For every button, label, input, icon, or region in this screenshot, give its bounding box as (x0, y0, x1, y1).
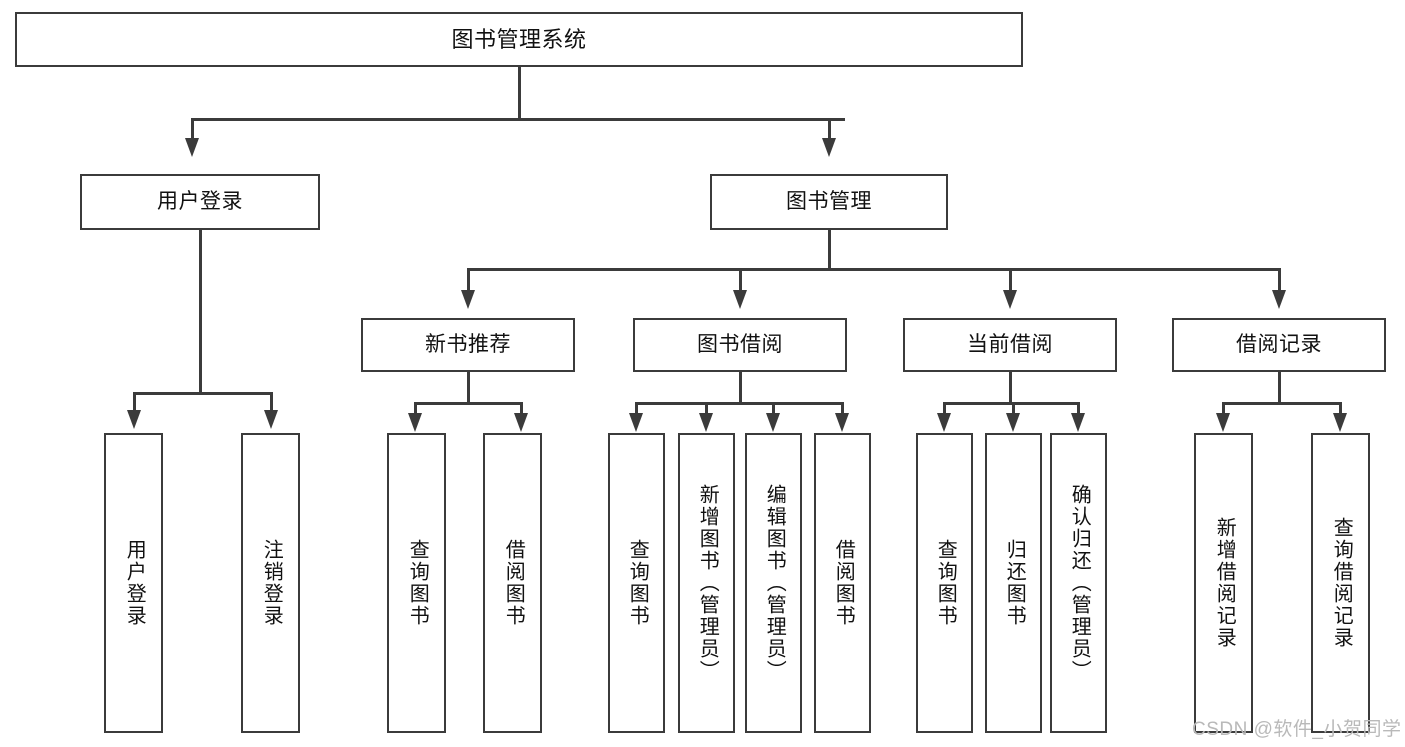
node-label: 查询图书 (406, 539, 429, 627)
connector-root-stem (518, 67, 521, 119)
node-new-book-recommend[interactable]: 新书推荐 (361, 318, 575, 372)
connector-user-login-to-leaf-1 (133, 392, 136, 412)
node-label: 确认归还（管理员） (1068, 484, 1091, 682)
node-leaf-user-login[interactable]: 用户登录 (104, 433, 163, 733)
arrow-root-to-user-login (185, 138, 199, 157)
node-leaf-query-book-3[interactable]: 查询图书 (916, 433, 973, 733)
connector-bb-leaf-1 (635, 402, 638, 415)
node-book-management[interactable]: 图书管理 (710, 174, 948, 230)
connector-root-to-user-login (191, 118, 194, 140)
node-leaf-user-logout[interactable]: 注销登录 (241, 433, 300, 733)
node-leaf-add-book[interactable]: 新增图书（管理员） (678, 433, 735, 733)
connector-user-login-stem (199, 230, 202, 394)
arrow-to-borrow-record (1272, 290, 1286, 309)
arrow-user-login-to-leaf-2 (264, 410, 278, 429)
node-leaf-query-book-2[interactable]: 查询图书 (608, 433, 665, 733)
arrow-br-leaf-2 (1333, 413, 1347, 432)
arrow-bb-leaf-2 (699, 413, 713, 432)
arrow-br-leaf-1 (1216, 413, 1230, 432)
connector-book-borrow-stem (739, 372, 742, 404)
arrow-bb-leaf-3 (766, 413, 780, 432)
connector-new-book-recommend-stem (467, 372, 470, 404)
watermark-text: CSDN @软件_小贺同学 (1192, 719, 1402, 740)
node-label: 新增图书（管理员） (696, 484, 719, 682)
arrow-cb-leaf-3 (1071, 413, 1085, 432)
arrow-cb-leaf-1 (937, 413, 951, 432)
node-label: 查询图书 (626, 539, 649, 627)
connector-borrow-record-bar (1222, 402, 1341, 405)
connector-to-new-book-recommend (467, 268, 470, 292)
node-label: 用户登录 (123, 539, 146, 627)
connector-to-current-borrow (1009, 268, 1012, 292)
node-label: 编辑图书（管理员） (763, 484, 786, 682)
connector-to-book-borrow (739, 268, 742, 292)
arrow-to-current-borrow (1003, 290, 1017, 309)
arrow-to-new-book-recommend (461, 290, 475, 309)
connector-nbr-leaf-2 (520, 402, 523, 415)
connector-bb-leaf-3 (772, 402, 775, 415)
node-label: 归还图书 (1003, 539, 1026, 627)
node-current-borrow[interactable]: 当前借阅 (903, 318, 1117, 372)
connector-nbr-leaf-1 (414, 402, 417, 415)
node-leaf-return-book[interactable]: 归还图书 (985, 433, 1042, 733)
connector-cb-leaf-2 (1012, 402, 1015, 415)
node-leaf-confirm-return[interactable]: 确认归还（管理员） (1050, 433, 1107, 733)
node-root-system[interactable]: 图书管理系统 (15, 12, 1023, 67)
connector-br-leaf-2 (1339, 402, 1342, 415)
connector-cb-leaf-1 (943, 402, 946, 415)
node-book-borrow[interactable]: 图书借阅 (633, 318, 847, 372)
connector-user-login-bar (133, 392, 272, 395)
arrow-nbr-leaf-1 (408, 413, 422, 432)
node-label: 图书借阅 (697, 332, 783, 356)
node-label: 图书管理 (786, 189, 872, 213)
connector-cb-leaf-3 (1077, 402, 1080, 415)
arrow-bb-leaf-1 (629, 413, 643, 432)
connector-book-borrow-bar (635, 402, 843, 405)
node-leaf-query-record[interactable]: 查询借阅记录 (1311, 433, 1370, 733)
node-label: 当前借阅 (967, 332, 1053, 356)
connector-borrow-record-stem (1278, 372, 1281, 404)
node-label: 借阅图书 (502, 539, 525, 627)
connector-bb-leaf-2 (705, 402, 708, 415)
node-leaf-borrow-book-2[interactable]: 借阅图书 (814, 433, 871, 733)
connector-root-to-book-management (828, 118, 831, 140)
node-leaf-edit-book[interactable]: 编辑图书（管理员） (745, 433, 802, 733)
arrow-root-to-book-management (822, 138, 836, 157)
connector-br-leaf-1 (1222, 402, 1225, 415)
node-label: 借阅图书 (832, 539, 855, 627)
node-label: 查询图书 (934, 539, 957, 627)
node-leaf-add-record[interactable]: 新增借阅记录 (1194, 433, 1253, 733)
node-borrow-record[interactable]: 借阅记录 (1172, 318, 1386, 372)
connector-new-book-recommend-bar (414, 402, 522, 405)
arrow-to-book-borrow (733, 290, 747, 309)
connector-to-borrow-record (1278, 268, 1281, 292)
connector-current-borrow-stem (1009, 372, 1012, 404)
connector-level3-bar (467, 268, 1278, 271)
node-user-login[interactable]: 用户登录 (80, 174, 320, 230)
arrow-user-login-to-leaf-1 (127, 410, 141, 429)
node-label: 新增借阅记录 (1213, 517, 1236, 649)
connector-bb-leaf-4 (841, 402, 844, 415)
node-leaf-query-book-1[interactable]: 查询图书 (387, 433, 446, 733)
node-label: 借阅记录 (1236, 332, 1322, 356)
node-label: 新书推荐 (425, 332, 511, 356)
connector-user-login-to-leaf-2 (270, 392, 273, 412)
node-label: 用户登录 (157, 189, 243, 213)
arrow-cb-leaf-2 (1006, 413, 1020, 432)
node-label: 查询借阅记录 (1330, 517, 1353, 649)
connector-book-management-stem (828, 230, 831, 270)
connector-current-borrow-bar (943, 402, 1079, 405)
connector-root-bar (191, 118, 845, 121)
arrow-bb-leaf-4 (835, 413, 849, 432)
node-label: 图书管理系统 (451, 26, 587, 52)
arrow-nbr-leaf-2 (514, 413, 528, 432)
node-label: 注销登录 (260, 539, 283, 627)
node-leaf-borrow-book-1[interactable]: 借阅图书 (483, 433, 542, 733)
